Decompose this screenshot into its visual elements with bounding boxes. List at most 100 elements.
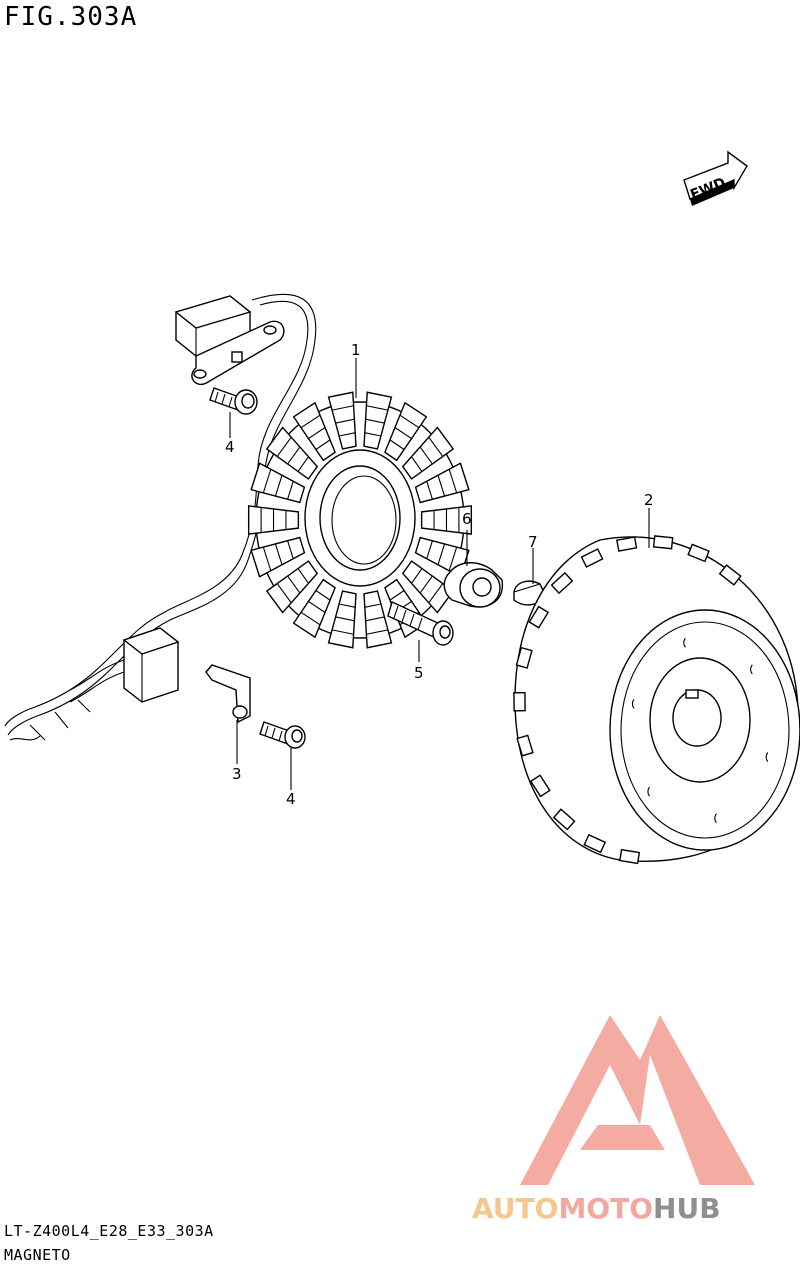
rotor-rivet <box>765 752 769 762</box>
rotor-fin <box>718 564 742 586</box>
stator-winding-line <box>287 446 301 465</box>
stator-winding-line <box>335 418 355 424</box>
callout-5: 5 <box>414 664 424 682</box>
callout-3: 3 <box>232 765 242 783</box>
stator-winding-line <box>426 481 433 500</box>
rotor-fin <box>552 808 576 831</box>
stator-coil <box>247 391 473 649</box>
section-name: MAGNETO <box>4 1246 71 1264</box>
figure-title: FIG.303A <box>4 2 138 32</box>
leader-lines <box>229 358 650 790</box>
rotor-fin <box>619 848 641 865</box>
stator-winding-line <box>297 456 309 472</box>
rotor-fin <box>580 548 604 568</box>
rotor-rivet <box>750 664 753 675</box>
magneto-rotor <box>513 535 800 865</box>
stator-winding-line <box>428 436 444 457</box>
model-code: LT-Z400L4_E28_E33_303A <box>4 1222 214 1240</box>
stator-pole <box>292 578 336 639</box>
stator-winding-line <box>437 475 446 497</box>
stator-winding-line <box>389 590 405 601</box>
stator-winding-line <box>287 540 294 559</box>
stator-winding-line <box>411 456 423 472</box>
stator-winding-line <box>366 629 389 635</box>
stator-winding-line <box>366 405 389 411</box>
stator-winding-line <box>448 546 458 571</box>
stator-winding-line <box>300 414 321 429</box>
rotor-fin <box>652 535 674 550</box>
stator-winding-line <box>335 616 355 622</box>
stator-pole <box>250 462 306 504</box>
rotor-fin <box>516 734 534 757</box>
stator-winding-line <box>274 543 283 565</box>
stator-pole <box>265 426 319 480</box>
rotor-fin <box>583 833 607 854</box>
washer <box>443 562 504 608</box>
fwd-arrow-icon: FWD <box>683 150 748 206</box>
lower-connector <box>69 627 180 703</box>
stator-winding-line <box>364 432 382 437</box>
stator-pole <box>384 401 428 462</box>
stator-winding-line <box>331 405 354 411</box>
rotor-fin <box>515 646 533 669</box>
stator-pole <box>401 426 455 480</box>
stator-winding-line <box>276 436 292 457</box>
callout-6: 6 <box>462 510 472 528</box>
stator-pole <box>414 462 470 504</box>
stator-winding-line <box>300 611 321 626</box>
automotohub-logo: AUTOMOTOHUB <box>472 1015 755 1225</box>
stator-winding-line <box>276 583 292 604</box>
stator-pole <box>292 401 336 462</box>
stator-winding-line <box>308 600 326 613</box>
stator-pole <box>401 560 455 614</box>
stator-winding-line <box>419 575 433 594</box>
stator-winding-line <box>262 546 272 571</box>
stator-winding-line <box>365 418 385 424</box>
callout-1: 1 <box>351 341 361 359</box>
rotor-fin <box>513 692 526 712</box>
callout-4-lower: 4 <box>286 790 296 808</box>
stator-winding-line <box>297 568 309 584</box>
stator-winding-line <box>262 469 272 494</box>
logo-auto: AUTO <box>472 1192 558 1225</box>
stator-winding-line <box>331 629 354 635</box>
stator-wire-harness <box>4 293 317 741</box>
callout-2: 2 <box>644 491 654 509</box>
stator-winding-line <box>365 616 385 622</box>
stator-winding-line <box>426 540 433 559</box>
upper-connector <box>174 295 285 386</box>
callout-4-upper: 4 <box>225 438 235 456</box>
rotor-fin <box>528 605 550 629</box>
rotor-fin <box>550 571 574 595</box>
stator-winding-line <box>308 427 326 440</box>
rotor-rivet <box>647 786 651 797</box>
stator-winding-line <box>437 543 446 565</box>
logo-hub: HUB <box>653 1192 721 1225</box>
bolt-stator <box>387 601 454 646</box>
bolt-upper <box>209 387 258 415</box>
stator-pole <box>265 560 319 614</box>
stator-winding-line <box>274 475 283 497</box>
stator-winding-line <box>411 568 423 584</box>
stator-winding-line <box>399 414 420 429</box>
rotor-fin <box>529 774 551 798</box>
stator-winding-line <box>315 439 331 450</box>
rotor-fin <box>687 543 710 563</box>
stator-winding-line <box>389 439 405 450</box>
stator-winding-line <box>287 481 294 500</box>
bolt-lower <box>259 721 306 749</box>
rotor-rivet <box>714 813 717 824</box>
rotor-fin <box>616 536 638 552</box>
stator-winding-line <box>448 469 458 494</box>
stator-winding-line <box>315 590 331 601</box>
stator-winding-line <box>419 446 433 465</box>
stator-winding-line <box>287 575 301 594</box>
rotor-rivet <box>631 699 635 709</box>
stator-winding-line <box>338 603 356 608</box>
stator-winding-line <box>428 583 444 604</box>
wire-clamp-bracket <box>205 664 251 724</box>
rotor-rivet <box>683 637 686 648</box>
stator-pole <box>250 536 306 578</box>
svg-text:AUTOMOTOHUB: AUTOMOTOHUB <box>472 1192 721 1225</box>
